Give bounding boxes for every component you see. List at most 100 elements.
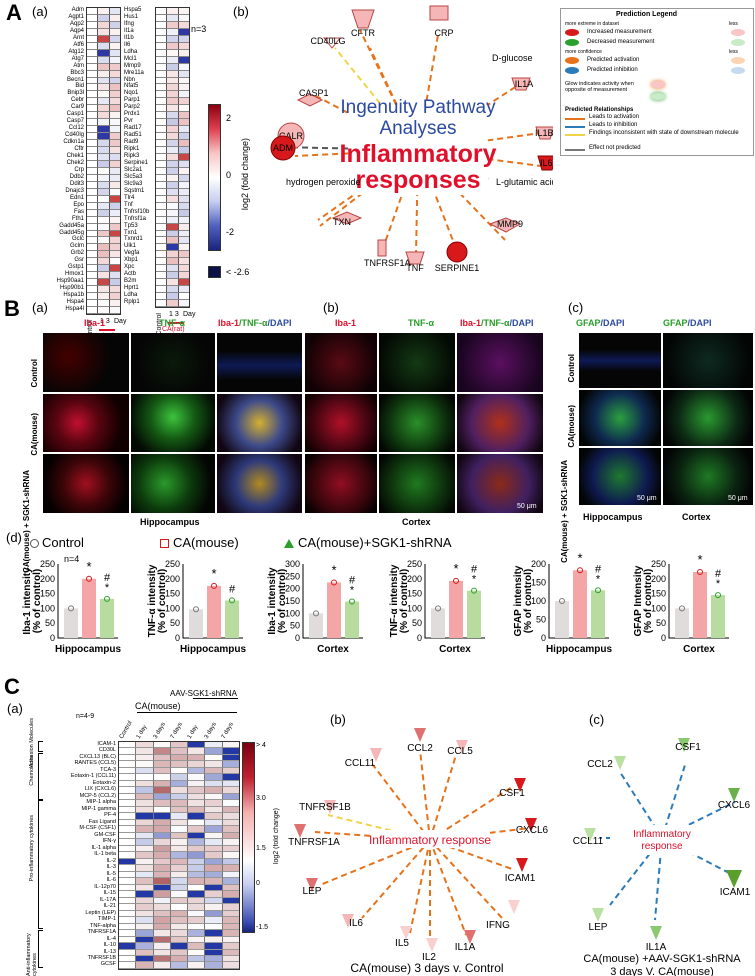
heatmap-cell	[109, 195, 120, 203]
x-label: Cortex	[317, 644, 349, 655]
heatmap-cell	[156, 160, 168, 168]
heatmap-cell	[87, 202, 99, 210]
heatmap-row	[119, 865, 239, 872]
ipa-center-bg	[348, 105, 488, 195]
heatmap-cell	[136, 936, 154, 944]
heatmap-cell	[98, 202, 110, 210]
tick-label: 300	[285, 559, 300, 569]
col-merge-b-iba: Iba-1	[460, 318, 482, 328]
y-label-2: (% of control)	[157, 569, 168, 633]
heatmap-cell	[87, 195, 99, 203]
gene-label: Ddb2	[69, 173, 84, 180]
cc-center-bg	[610, 825, 714, 855]
heatmap-cell	[170, 904, 189, 911]
heatmap-cell	[136, 787, 154, 794]
heatmap-cell	[156, 42, 168, 50]
heatmap-row	[87, 70, 120, 78]
heatmap-cell	[222, 767, 239, 775]
bar	[675, 608, 689, 638]
row-control-c: Control	[567, 354, 576, 383]
bar	[693, 571, 707, 638]
heatmap-row	[156, 56, 189, 64]
heatmap-cell	[156, 21, 168, 29]
heatmap-cell	[188, 787, 206, 794]
legend-inc-sw2	[731, 29, 745, 36]
heatmap-row	[87, 98, 120, 106]
ipa-node-mmp9: MMP9	[488, 217, 523, 233]
bar-point	[697, 568, 703, 575]
gene-label: Fth1	[71, 215, 84, 222]
gene-label: Ldha	[124, 48, 138, 55]
legend-less2: less	[729, 49, 738, 55]
heatmap-cell	[153, 832, 171, 840]
tick-label: 150	[40, 589, 55, 599]
micrograph-a-merge-ca	[217, 394, 302, 452]
heatmap-cell	[136, 819, 154, 827]
panel-b-letter: B	[4, 296, 20, 321]
heatmap-cell	[136, 923, 154, 931]
row-label: IL-21	[103, 903, 116, 910]
heatmap-row	[87, 188, 120, 196]
heatmap-cell	[188, 845, 206, 853]
svg-text:CXCL6: CXCL6	[718, 800, 751, 811]
row-label: ICAM-1	[97, 741, 116, 747]
x-day-label-2: Day	[183, 311, 196, 318]
tick-label: 200	[285, 584, 300, 594]
micrograph-c-hippo-ca	[579, 390, 661, 446]
heatmap-cell	[178, 188, 189, 196]
heatmap-cell	[222, 845, 239, 853]
heatmap-cell	[167, 251, 179, 259]
heatmap-cell	[136, 930, 154, 937]
heatmap-cell	[178, 105, 189, 113]
axis	[57, 564, 118, 639]
heatmap-cell	[119, 780, 137, 788]
heatmap-row	[87, 181, 120, 189]
cb-center: Inflammatory response	[369, 833, 491, 847]
scale-c	[242, 742, 255, 933]
cc-center-2: response	[641, 841, 683, 852]
scale-c-t1: > 4	[256, 742, 266, 749]
heatmap-cell	[87, 279, 99, 287]
heatmap-cell	[188, 923, 206, 931]
col-gfap-1-g: GFAP	[576, 318, 601, 328]
heatmap-row	[119, 936, 239, 944]
heatmap-cell	[119, 936, 137, 944]
heatmap-cell	[87, 300, 99, 307]
gene-label: Casp7	[66, 118, 84, 125]
scale-bar-c2: 50 μm	[728, 495, 748, 502]
heatmap-cell	[167, 63, 179, 71]
aav-bar	[193, 698, 238, 699]
heatmap-cell	[136, 748, 154, 755]
svg-text:CASP1: CASP1	[299, 88, 329, 98]
heatmap-cell	[205, 761, 223, 768]
heatmap-cell	[167, 35, 179, 43]
heatmap-cell	[205, 839, 223, 846]
heatmap-cell	[136, 839, 154, 846]
heatmap-cell	[170, 845, 189, 853]
cb-center-bg	[370, 830, 490, 848]
gene-label: Slc5a3	[124, 173, 143, 180]
tick-label: 0	[175, 633, 180, 643]
gene-label: Cebr	[70, 97, 84, 104]
svg-text:ICAM1: ICAM1	[505, 873, 536, 884]
heatmap-row	[156, 216, 189, 224]
heatmap-cell	[188, 871, 206, 879]
legend-more-extreme: more extreme in dataset	[565, 21, 619, 27]
heatmap-cell	[119, 884, 137, 892]
heatmap-cell	[188, 839, 206, 846]
heatmap-row	[156, 160, 189, 168]
cc-node-ccl2: CCL2	[587, 756, 626, 770]
x-group-2: CA(rat)	[162, 326, 185, 333]
cb-edge-csf1	[429, 786, 513, 841]
cb-node-il2: IL2	[422, 938, 438, 963]
heatmap-cell	[178, 70, 189, 78]
heatmap-cell	[178, 202, 189, 210]
legend-glow: Glow indicates activity when opposite of…	[565, 81, 634, 93]
heatmap-cell	[156, 286, 168, 294]
gene-label: Gclm	[70, 243, 84, 250]
gene-label: Slc9a3	[124, 180, 143, 187]
panel-c-sub-a: (a)	[7, 701, 23, 716]
heatmap-row	[119, 826, 239, 833]
bar	[82, 578, 96, 638]
scale-c-t4: 0	[256, 880, 260, 887]
